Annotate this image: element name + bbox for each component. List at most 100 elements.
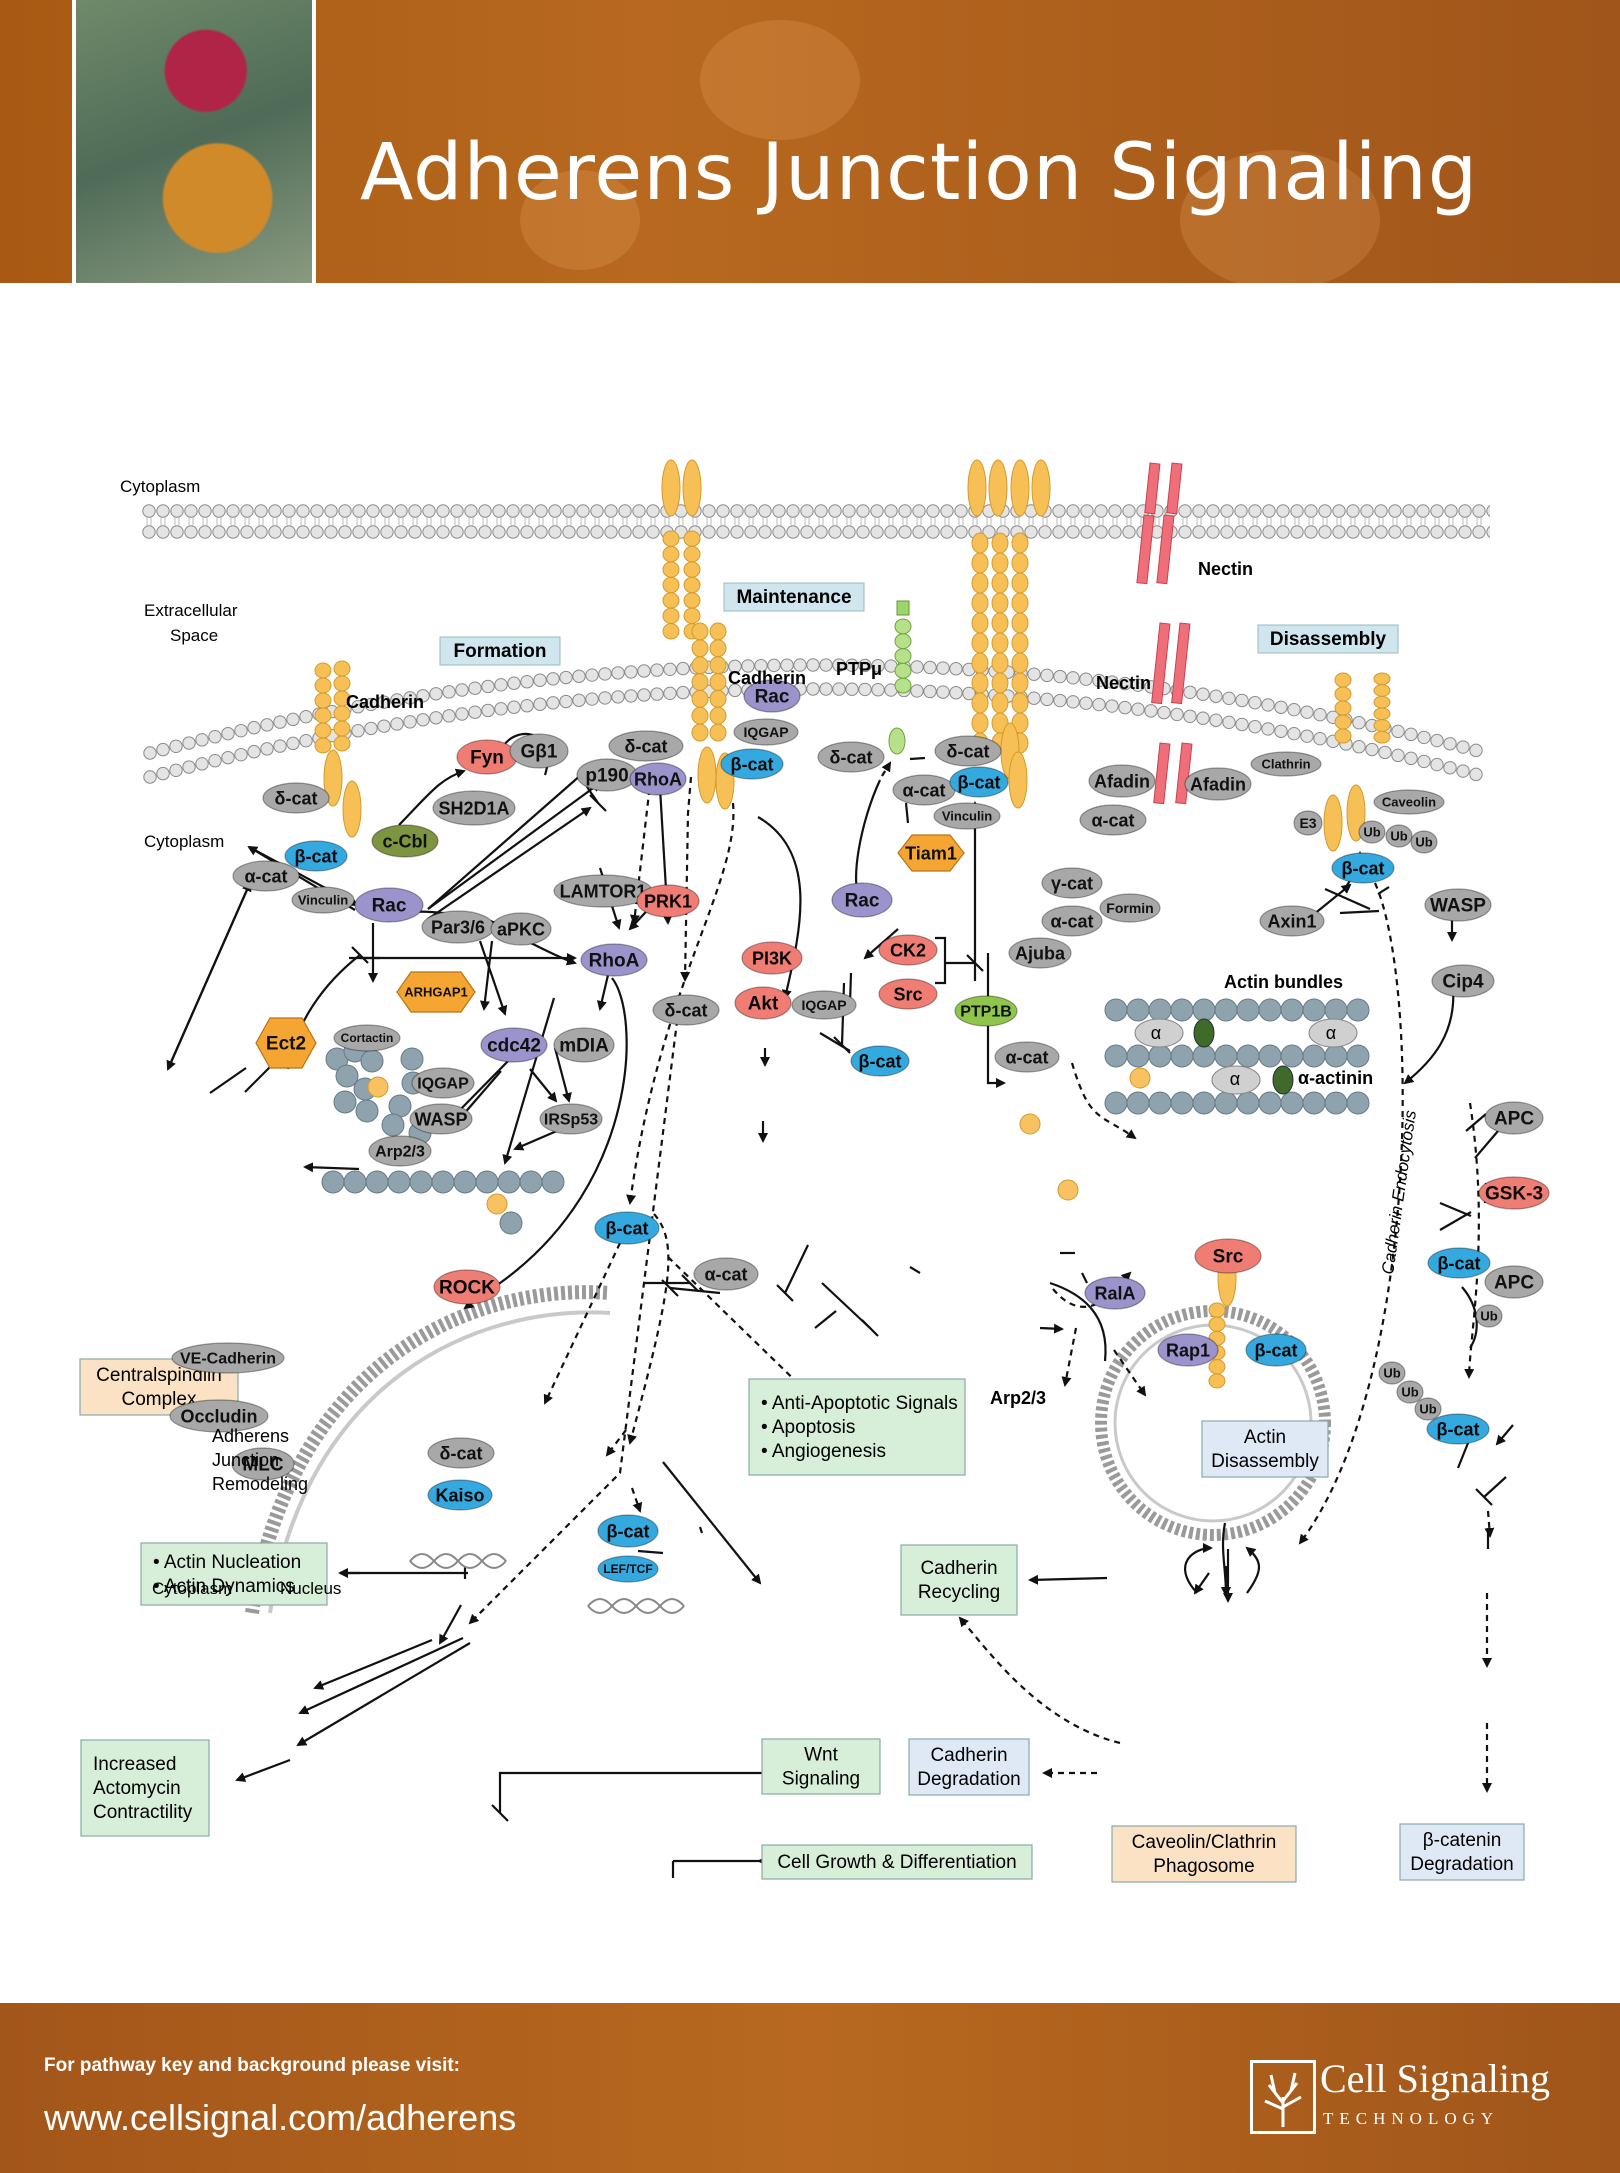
pathway-edge [1484, 1510, 1495, 1538]
node-bcat4[interactable]: β-cat [949, 766, 1009, 798]
node-rhoa1[interactable]: RhoA [629, 762, 687, 796]
node-wasp1[interactable]: WASP [409, 1103, 473, 1135]
node-dcat4[interactable]: δ-cat [934, 735, 1002, 767]
node-rala[interactable]: RalA [1084, 1276, 1146, 1310]
node-formin[interactable]: Formin [1099, 893, 1161, 923]
footer-url-link[interactable]: www.cellsignal.com/adherens [44, 2097, 517, 2138]
lipid-head [1248, 719, 1262, 734]
node-label: Src [893, 984, 922, 1004]
node-cdc42[interactable]: cdc42 [480, 1027, 548, 1063]
lipid-head [455, 707, 469, 721]
node-src2[interactable]: Src [1194, 1238, 1262, 1274]
node-rhoa2[interactable]: RhoA [580, 943, 648, 977]
node-shape [427, 1437, 495, 1469]
node-ub1[interactable]: Ub [1358, 820, 1386, 844]
node-dcat5[interactable]: δ-cat [427, 1437, 495, 1469]
node-bcat5[interactable]: β-cat [1331, 852, 1395, 884]
node-ptp1b[interactable]: PTP1B [954, 995, 1018, 1027]
node-ajuba[interactable]: Ajuba [1008, 937, 1072, 969]
cadherin-domain [691, 673, 709, 691]
node-arp23[interactable]: Arp2/3 [368, 1135, 432, 1167]
node-ub5[interactable]: Ub [1378, 1361, 1406, 1385]
node-par36[interactable]: Par3/6 [421, 910, 495, 944]
node-rock[interactable]: ROCK [433, 1269, 501, 1305]
node-iqgap1[interactable]: IQGAP [411, 1067, 475, 1099]
node-axin1[interactable]: Axin1 [1259, 905, 1325, 937]
node-shape [1484, 1101, 1544, 1135]
pathway-edge [468, 997, 682, 1625]
cadherin-domain [1011, 672, 1029, 694]
node-p190[interactable]: p190 [576, 758, 638, 792]
node-ub4[interactable]: Ub [1475, 1304, 1503, 1328]
lipid-head [1092, 697, 1106, 712]
node-e3[interactable]: E3 [1293, 810, 1323, 836]
node-mlc[interactable]: MLC [231, 1447, 295, 1481]
node-prk1[interactable]: PRK1 [636, 884, 700, 918]
lipid-head [169, 763, 183, 777]
node-ub7[interactable]: Ub [1414, 1397, 1442, 1421]
node-afadin2[interactable]: Afadin [1184, 767, 1252, 801]
node-sh2d1a[interactable]: SH2D1A [432, 790, 516, 826]
node-bcat10[interactable]: β-cat [1245, 1333, 1307, 1367]
node-kaiso[interactable]: Kaiso [427, 1479, 493, 1511]
node-label: Gβ1 [521, 742, 558, 763]
node-apc2[interactable]: APC [1484, 1265, 1544, 1299]
node-fyn[interactable]: Fyn [456, 739, 518, 775]
node-occludin[interactable]: Occludin [169, 1399, 269, 1433]
node-ub6[interactable]: Ub [1396, 1380, 1424, 1404]
node-rac2[interactable]: Rac [743, 679, 801, 713]
node-acat2[interactable]: α-cat [892, 774, 956, 806]
node-ub2[interactable]: Ub [1385, 824, 1413, 848]
node-clathrin[interactable]: Clathrin [1250, 751, 1322, 777]
node-acat5[interactable]: α-cat [994, 1041, 1060, 1073]
node-rac3[interactable]: Rac [831, 882, 893, 918]
node-apkc[interactable]: aPKC [490, 912, 552, 946]
node-src1[interactable]: Src [878, 978, 938, 1010]
node-dcat3[interactable]: δ-cat [817, 741, 885, 773]
node-rac1[interactable]: Rac [354, 887, 424, 923]
node-bcat1[interactable]: β-cat [284, 840, 348, 872]
node-vinculin2[interactable]: Vinculin [933, 802, 1001, 830]
node-vecad[interactable]: VE-Cadherin [171, 1342, 285, 1374]
node-bcat7[interactable]: β-cat [1426, 1413, 1490, 1445]
node-dcat_top[interactable]: δ-cat [608, 730, 684, 762]
node-mdia[interactable]: mDIA [553, 1027, 615, 1063]
node-ck2[interactable]: CK2 [878, 934, 938, 966]
node-wasp2[interactable]: WASP [1424, 888, 1492, 922]
node-tiam1[interactable]: Tiam1 [897, 834, 965, 872]
node-dcat1[interactable]: δ-cat [262, 782, 330, 814]
node-gsk3[interactable]: GSK-3 [1478, 1176, 1550, 1210]
node-cortactin[interactable]: Cortactin [333, 1024, 401, 1052]
node-bcat9[interactable]: β-cat [597, 1514, 659, 1548]
node-acat1[interactable]: α-cat [232, 860, 300, 892]
node-ect2[interactable]: Ect2 [255, 1017, 317, 1069]
node-shape [1041, 905, 1103, 937]
node-ub3[interactable]: Ub [1410, 830, 1438, 854]
node-irsp53[interactable]: IRSp53 [539, 1103, 603, 1135]
node-afadin1[interactable]: Afadin [1088, 764, 1156, 798]
node-acat3[interactable]: α-cat [1079, 804, 1147, 836]
node-acat4[interactable]: α-cat [1041, 905, 1103, 937]
node-acat6[interactable]: α-cat [693, 1257, 759, 1291]
node-bcat8[interactable]: β-cat [594, 1211, 660, 1245]
node-pi3k[interactable]: PI3K [741, 941, 803, 975]
node-caveolin[interactable]: Caveolin [1373, 789, 1445, 815]
node-iqgap3[interactable]: IQGAP [791, 990, 857, 1020]
node-cip4[interactable]: Cip4 [1431, 964, 1495, 998]
node-apc1[interactable]: APC [1484, 1101, 1544, 1135]
node-gb1[interactable]: Gβ1 [509, 733, 569, 769]
node-ccbl[interactable]: c-Cbl [371, 824, 439, 858]
node-label: WASP [414, 1109, 467, 1129]
node-rap1[interactable]: Rap1 [1157, 1333, 1219, 1367]
node-gcat[interactable]: γ-cat [1041, 867, 1103, 899]
node-arhgap1[interactable]: ARHGAP1 [396, 971, 476, 1013]
node-akt[interactable]: Akt [734, 986, 792, 1020]
node-leftcf[interactable]: LEF/TCF [597, 1555, 659, 1583]
node-bcat3[interactable]: β-cat [850, 1045, 910, 1077]
node-bcat6[interactable]: β-cat [1427, 1247, 1491, 1279]
node-bcat2[interactable]: β-cat [720, 748, 784, 780]
node-iqgap2[interactable]: IQGAP [733, 718, 799, 746]
node-vinculin1[interactable]: Vinculin [291, 886, 355, 914]
label-arp23-right: Arp2/3 [990, 1388, 1046, 1408]
node-dcat2[interactable]: δ-cat [652, 994, 720, 1026]
